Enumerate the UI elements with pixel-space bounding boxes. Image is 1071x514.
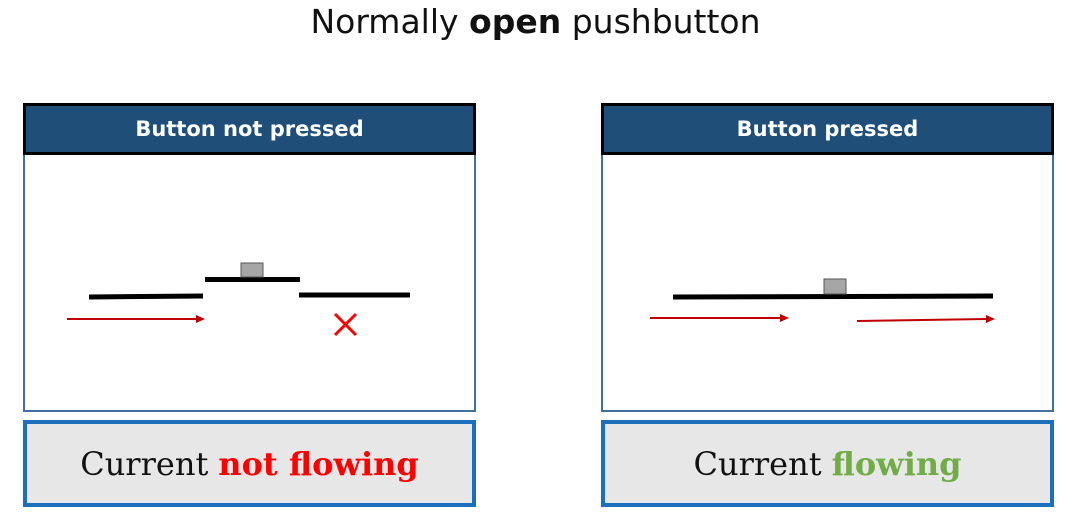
panel-header: Button pressed: [601, 103, 1054, 155]
title-emphasis: open: [469, 2, 562, 41]
title-prefix: Normally: [310, 2, 459, 41]
closed-circuit-svg: [650, 278, 995, 323]
current-arrow-right: [856, 318, 988, 322]
status-box-not-flowing: Current not flowing: [23, 420, 476, 507]
status-emphasis: not flowing: [218, 444, 419, 483]
open-circuit-svg: [67, 262, 410, 337]
circuit-diagram-open: [23, 155, 476, 412]
button-contact-raised: [205, 277, 300, 282]
current-arrow-head: [196, 315, 205, 323]
current-arrow-left-head: [780, 314, 789, 322]
title-suffix: pushbutton: [571, 2, 761, 41]
button-cap: [240, 262, 264, 278]
status-emphasis: flowing: [831, 444, 962, 483]
no-current-cross-icon: [333, 312, 358, 337]
panel-header: Button not pressed: [23, 103, 476, 155]
status-text: Current: [693, 444, 822, 483]
current-arrow-right-head: [986, 315, 995, 323]
status-box-flowing: Current flowing: [601, 420, 1054, 507]
circuit-diagram-closed: [601, 155, 1054, 412]
diagram-title: Normally open pushbutton: [0, 2, 1071, 42]
status-text: Current: [80, 444, 209, 483]
button-cap: [823, 278, 847, 295]
left-conductor: [88, 293, 204, 300]
closed-conductor: [672, 293, 994, 300]
